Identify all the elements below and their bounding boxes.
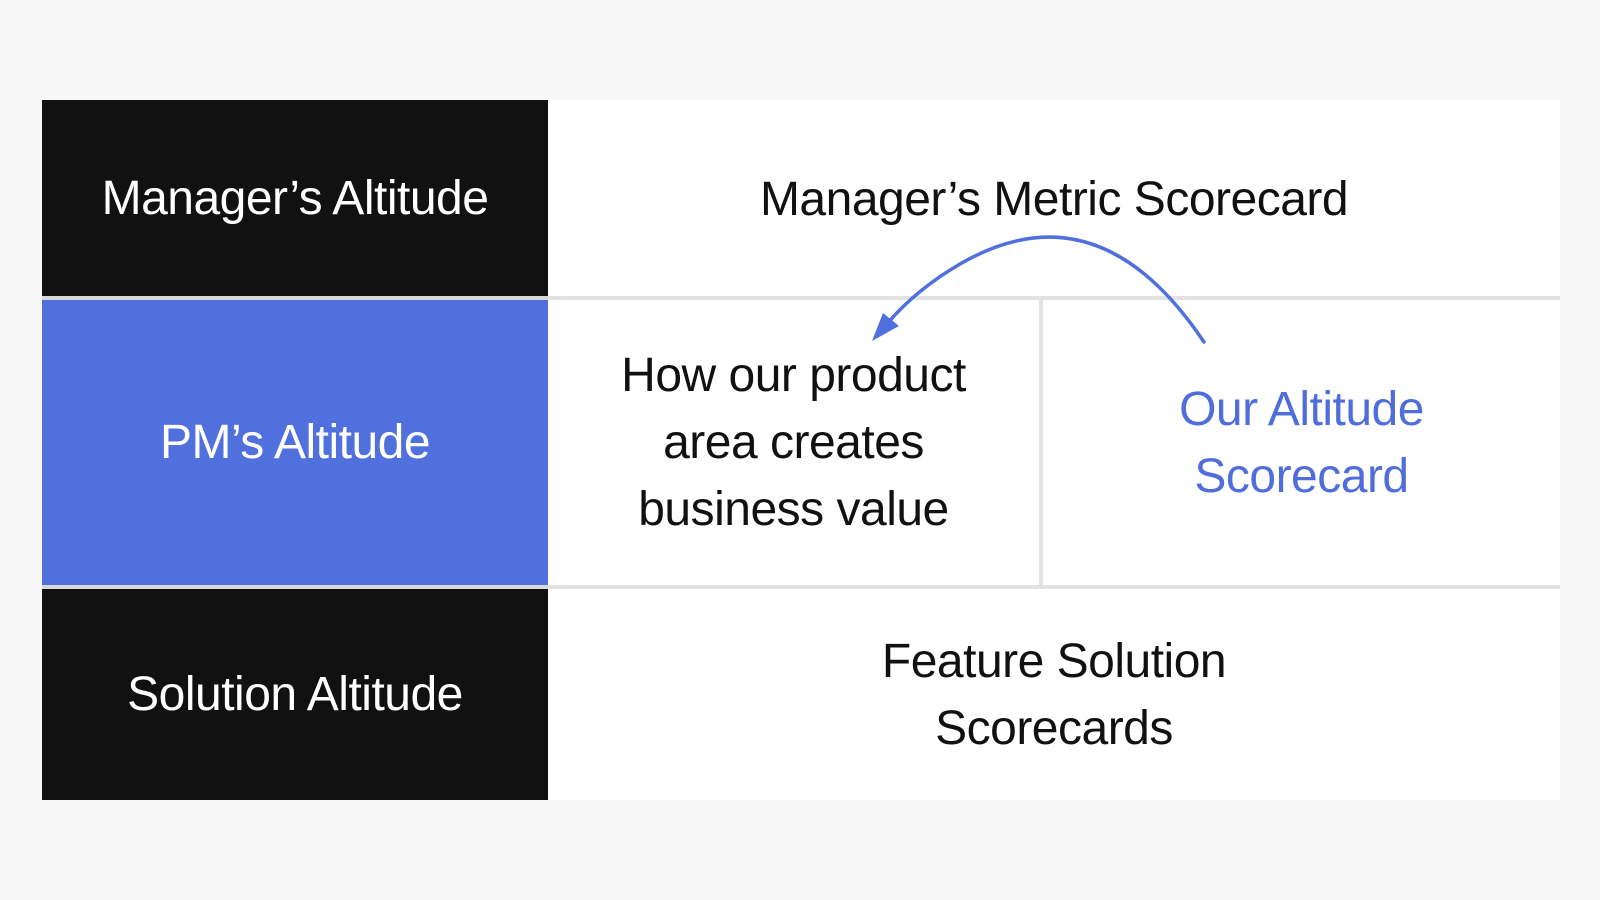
our-altitude-scorecard-line-2: Scorecard: [1194, 449, 1409, 503]
row-separator-2: [42, 585, 548, 589]
business-value-line-1: How our product: [621, 349, 966, 402]
business-value-cell: How our product area creates business va…: [548, 300, 1039, 585]
managers-metric-scorecard-cell: Manager’s Metric Scorecard: [548, 100, 1560, 296]
feature-solution-scorecards-cell: Feature Solution Scorecards: [548, 589, 1560, 800]
our-altitude-scorecard-line-1: Our Altitude: [1179, 382, 1424, 436]
managers-altitude-text: Manager’s Altitude: [101, 171, 489, 225]
managers-metric-scorecard-text: Manager’s Metric Scorecard: [759, 173, 1349, 226]
feature-solution-line-2: Scorecards: [935, 701, 1173, 755]
our-altitude-scorecard-cell: Our Altitude Scorecard: [1043, 300, 1560, 585]
altitude-diagram: Manager’s Altitude Manager’s Metric Scor…: [42, 100, 1560, 800]
pms-altitude-label: PM’s Altitude: [42, 300, 548, 585]
pms-altitude-text: PM’s Altitude: [159, 416, 431, 469]
solution-altitude-label: Solution Altitude: [42, 589, 548, 800]
row-separator-2-right: [548, 585, 1560, 589]
managers-altitude-label: Manager’s Altitude: [42, 100, 548, 296]
row-separator-1: [42, 296, 548, 300]
pms-altitude-content: How our product area creates business va…: [548, 300, 1560, 585]
solution-altitude-text: Solution Altitude: [127, 668, 463, 721]
business-value-line-2: area creates: [663, 416, 924, 469]
business-value-line-3: business value: [638, 483, 949, 536]
column-divider: [1039, 300, 1043, 585]
feature-solution-line-1: Feature Solution: [881, 634, 1227, 688]
